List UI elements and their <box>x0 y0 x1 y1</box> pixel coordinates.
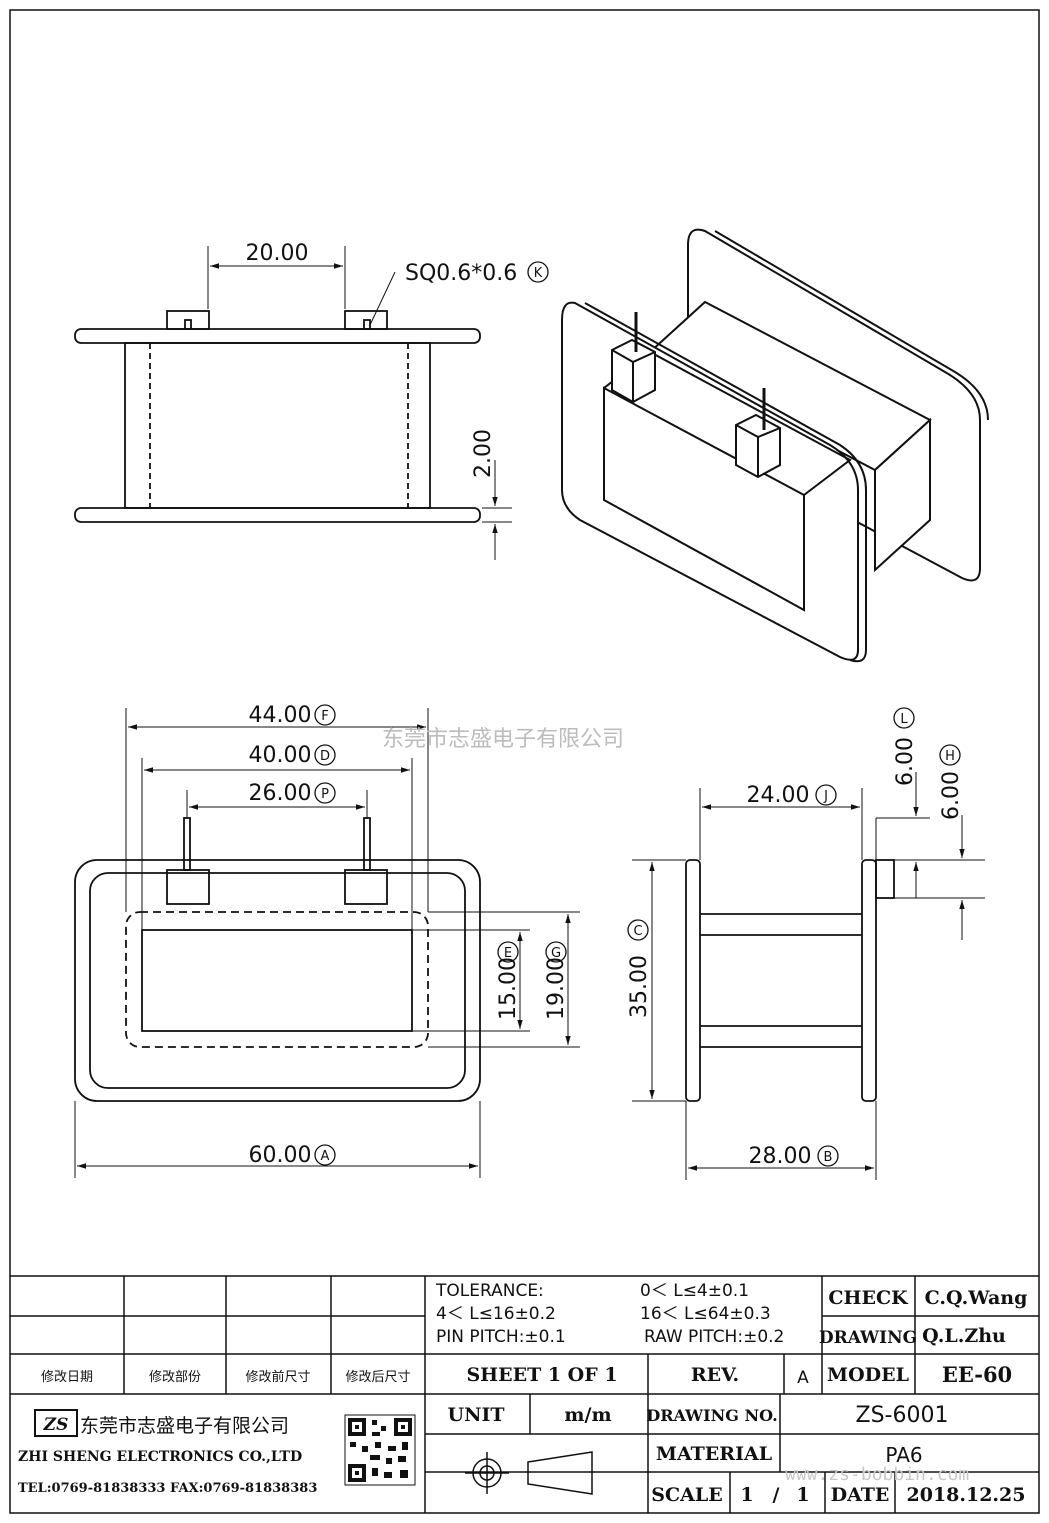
company-name-cn: 东莞市志盛电子有限公司 <box>80 1415 289 1437</box>
rev-header-date: 修改日期 <box>41 1370 93 1385</box>
right-flange <box>861 859 877 1102</box>
window-outer <box>125 911 429 1048</box>
model-value: EE-60 <box>942 1362 1012 1387</box>
dim-overall-width-inner: 44.00 <box>249 703 312 728</box>
qr-code <box>344 1414 416 1486</box>
tag-j: J <box>815 784 837 806</box>
svg-text:K: K <box>534 266 543 281</box>
drawing-label: DRAWING <box>819 1328 917 1348</box>
tag-pin-size: K <box>527 261 549 283</box>
drawing-no-label: DRAWING NO. <box>646 1406 777 1425</box>
check-value: C.Q.Wang <box>925 1287 1028 1309</box>
dim-flange-thickness: 2.00 <box>471 429 496 478</box>
window-inner <box>141 929 413 1032</box>
tolerance-3: 16＜ L≤64±0.3 <box>640 1304 771 1324</box>
projection-symbol <box>465 1451 593 1495</box>
front-view <box>74 708 580 1178</box>
tag-f: F <box>314 704 336 726</box>
model-label: MODEL <box>827 1364 909 1386</box>
drawing-no-value: ZS-6001 <box>856 1403 949 1428</box>
tolerance-1: 0＜ L≤4±0.1 <box>640 1281 749 1301</box>
rev-value: A <box>797 1368 809 1388</box>
raw-pitch: RAW PITCH:±0.2 <box>644 1327 784 1347</box>
date-value: 2018.12.25 <box>907 1484 1026 1506</box>
dim-top-pin-spacing: 20.00 <box>246 241 309 266</box>
scale-separator: / <box>773 1484 780 1506</box>
scale-value-2: 1 <box>796 1484 809 1506</box>
svg-text:C: C <box>633 924 642 939</box>
sheet-label: SHEET 1 OF 1 <box>466 1364 617 1386</box>
tag-c: C <box>627 919 649 941</box>
tag-h: H <box>939 744 961 766</box>
rev-header-part: 修改部份 <box>149 1370 201 1385</box>
date-label: DATE <box>831 1484 890 1506</box>
sheet-border <box>9 9 1040 1514</box>
unit-label: UNIT <box>448 1404 505 1426</box>
svg-text:E: E <box>504 946 512 961</box>
unit-value: m/m <box>564 1404 611 1426</box>
pin-pitch: PIN PITCH:±0.1 <box>436 1327 566 1347</box>
svg-text:L: L <box>900 712 908 727</box>
dim-pin-length: 6.00 <box>893 737 918 786</box>
dim-winding-length: 24.00 <box>747 783 810 808</box>
dim-window-width: 40.00 <box>249 743 312 768</box>
front-pin-block-left <box>166 869 210 905</box>
company-logo: ZS <box>34 1409 78 1437</box>
side-view <box>74 246 512 560</box>
scale-value-1: 1 <box>740 1484 753 1506</box>
watermark-company: 东莞市志盛电子有限公司 <box>382 727 624 752</box>
front-pin-block-right <box>344 869 388 905</box>
rev-header-before: 修改前尺寸 <box>245 1369 310 1385</box>
dim-flange-width: 60.00 <box>249 1143 312 1168</box>
svg-text:H: H <box>945 749 955 764</box>
company-contact: TEL:0769-81838333 FAX:0769-81838383 <box>18 1481 317 1496</box>
scale-label: SCALE <box>651 1484 722 1506</box>
right-side-view <box>632 772 985 1180</box>
material-value: PA6 <box>885 1443 922 1467</box>
svg-text:D: D <box>320 749 330 764</box>
isometric-view <box>561 228 989 663</box>
rev-header-after: 修改后尺寸 <box>345 1370 410 1385</box>
check-label: CHECK <box>828 1287 909 1309</box>
material-label: MATERIAL <box>656 1443 772 1465</box>
company-name-en: ZHI SHENG ELECTRONICS CO.,LTD <box>18 1449 302 1465</box>
svg-text:J: J <box>823 789 828 804</box>
svg-text:G: G <box>551 946 561 961</box>
watermark-url: www.zs-bobbin.com <box>785 1464 969 1485</box>
dim-pin-block: 6.00 <box>939 771 964 820</box>
side-pin-block <box>875 859 895 899</box>
bottom-flange <box>74 507 481 523</box>
svg-text:F: F <box>321 709 328 724</box>
drawing-value: Q.L.Zhu <box>922 1325 1006 1347</box>
svg-text:A: A <box>321 1149 330 1164</box>
dim-pin-spacing: 26.00 <box>249 781 312 806</box>
dim-flange-height: 35.00 <box>627 955 652 1018</box>
rev-label: REV. <box>691 1364 739 1386</box>
dim-overall-length: 28.00 <box>749 1144 812 1169</box>
tag-e: E <box>497 941 519 963</box>
top-flange <box>74 328 481 344</box>
tag-d: D <box>314 744 336 766</box>
left-flange <box>685 859 701 1102</box>
dim-window-height-outer: 19.00 <box>544 957 569 1020</box>
tolerance-label: TOLERANCE: <box>435 1281 544 1301</box>
dim-window-height: 15.00 <box>496 957 521 1020</box>
dim-pin-size: SQ0.6*0.6 <box>405 261 517 286</box>
svg-text:B: B <box>824 1150 833 1165</box>
tolerance-2: 4＜ L≤16±0.2 <box>436 1304 556 1324</box>
tag-p: P <box>314 782 336 804</box>
core-body <box>124 342 431 509</box>
svg-text:ZS: ZS <box>43 1415 69 1435</box>
tag-b: B <box>817 1145 839 1167</box>
tag-l: L <box>893 707 915 729</box>
tag-g: G <box>545 941 567 963</box>
tag-a: A <box>314 1144 336 1166</box>
front-flange-outline <box>74 859 481 1102</box>
svg-text:P: P <box>321 787 329 802</box>
